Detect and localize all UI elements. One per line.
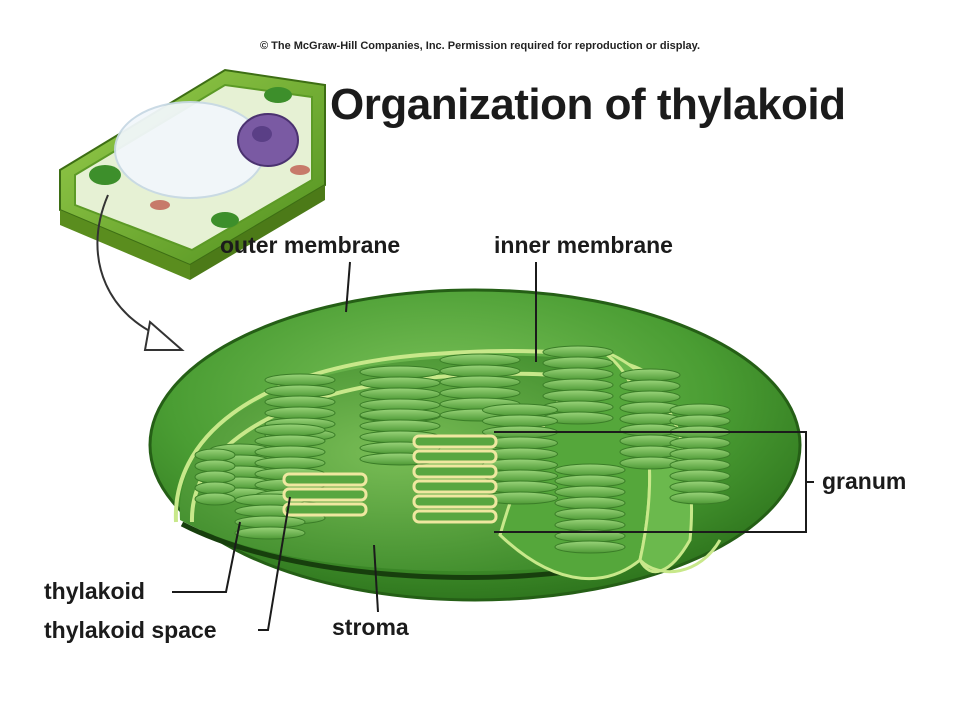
label-thylakoid: thylakoid xyxy=(44,578,145,604)
leader-thylakoid-space xyxy=(258,496,291,631)
granum-stack xyxy=(542,345,614,425)
label-stroma: stroma xyxy=(332,614,409,640)
page-title: Organization of thylakoid xyxy=(330,80,846,129)
thylakoid-disc xyxy=(412,464,498,479)
thylakoid-disc xyxy=(282,472,368,487)
granum-stack xyxy=(482,403,558,505)
leader-stroma xyxy=(373,544,379,613)
granum-stack xyxy=(194,448,236,506)
copyright-notice: © The McGraw-Hill Companies, Inc. Permis… xyxy=(259,40,701,52)
thylakoid-disc xyxy=(412,449,498,464)
thylakoid-disc xyxy=(412,479,498,494)
leader-thylakoid xyxy=(172,521,241,593)
thylakoid-disc xyxy=(282,487,368,502)
thylakoid-disc xyxy=(412,509,498,524)
label-granum: granum xyxy=(822,468,907,494)
highlighted-thylakoids xyxy=(282,434,498,524)
granum-stack xyxy=(669,403,731,505)
granum-stack xyxy=(619,368,681,470)
label-outer-membrane: outer membrane xyxy=(220,232,401,258)
thylakoid-disc xyxy=(412,494,498,509)
pointer-arrowhead xyxy=(143,320,185,351)
label-thylakoid-space: thylakoid space xyxy=(44,617,217,643)
leader-outer-membrane xyxy=(345,261,351,313)
thylakoid-disc xyxy=(282,502,368,517)
plant-cell-illustration xyxy=(59,68,326,280)
label-inner-membrane: inner membrane xyxy=(494,232,673,258)
thylakoid-disc xyxy=(412,434,498,449)
grana-stacks xyxy=(194,345,731,554)
